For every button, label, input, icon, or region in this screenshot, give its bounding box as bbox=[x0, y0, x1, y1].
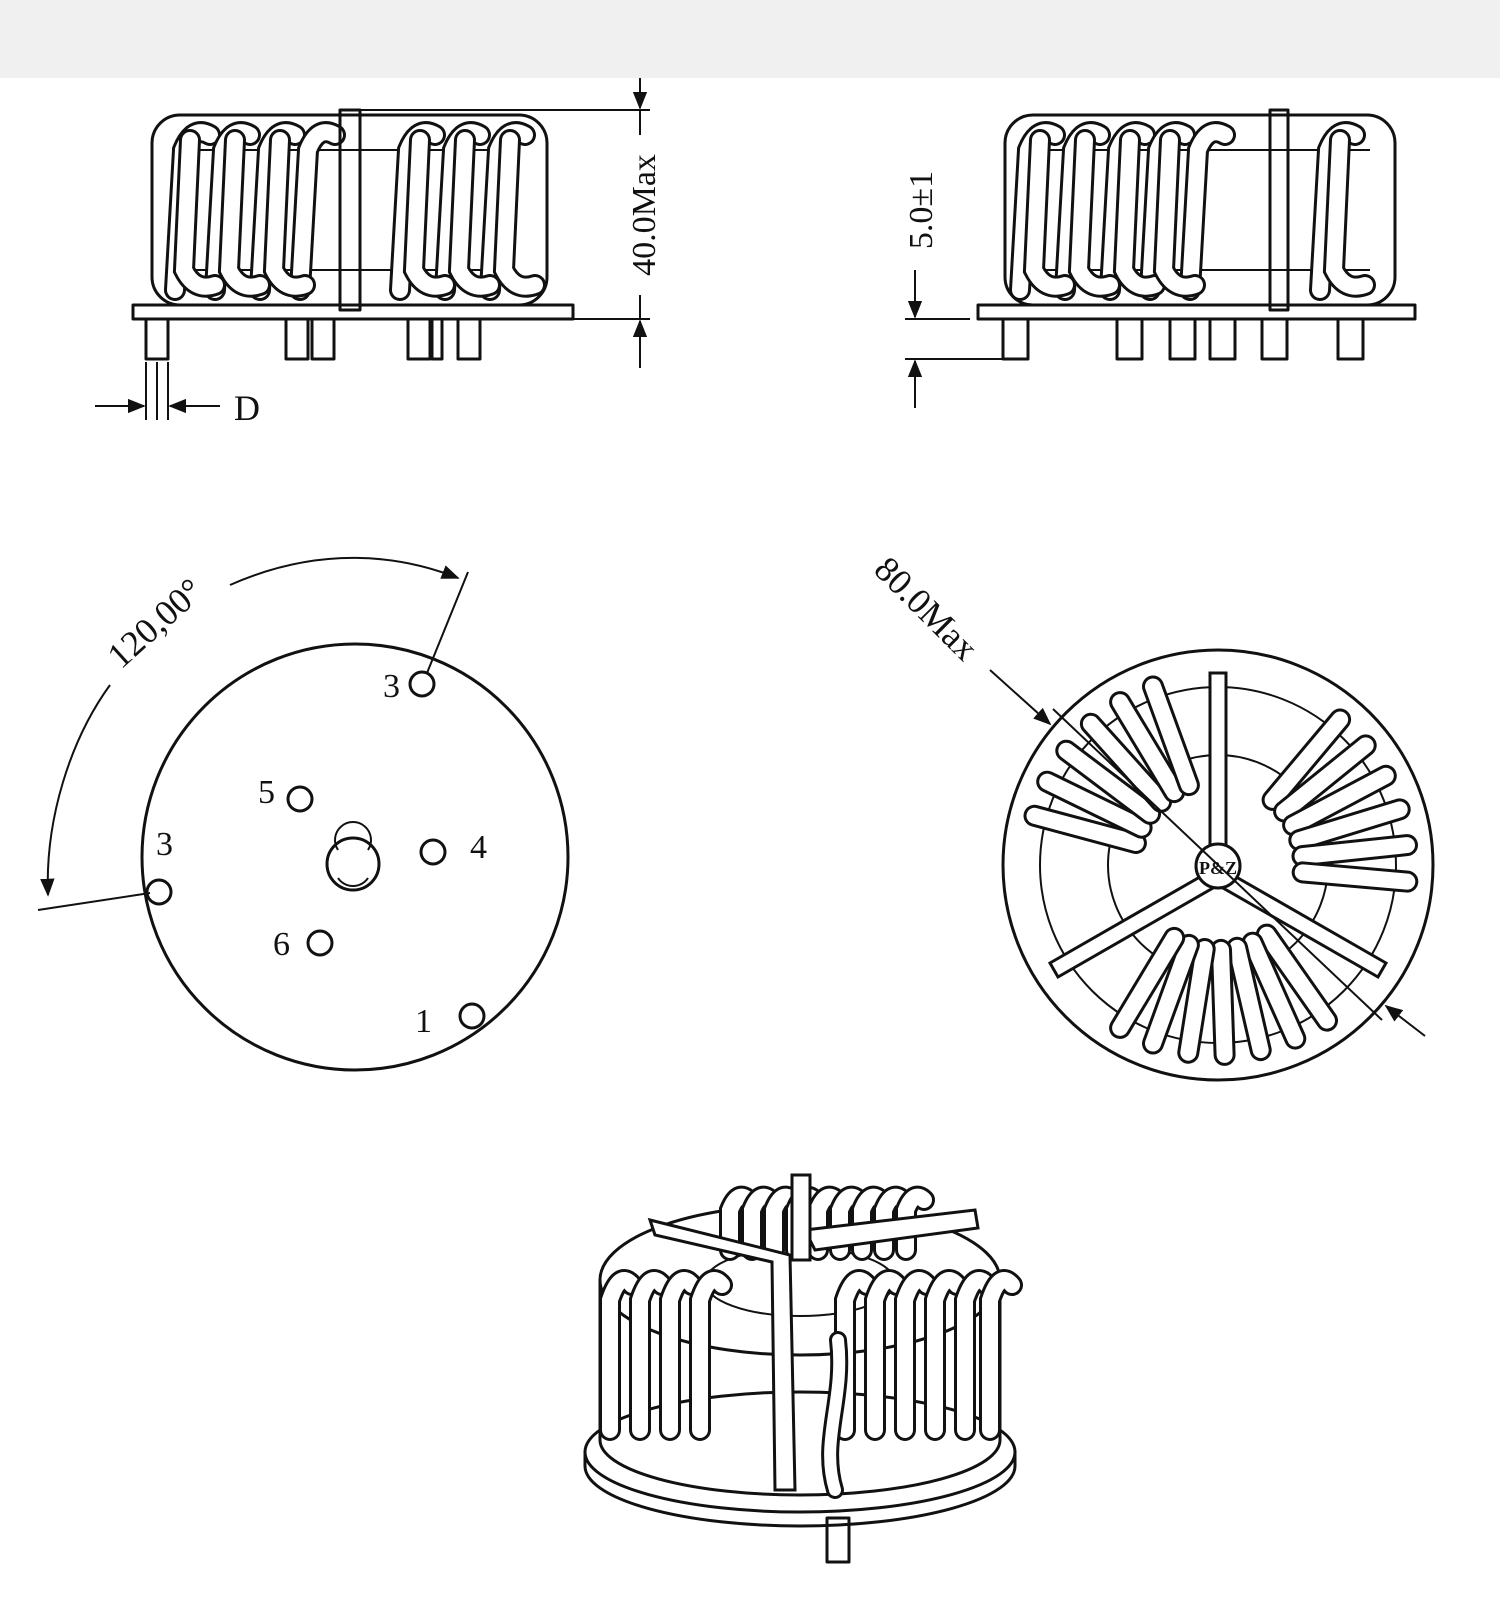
side-windings bbox=[1009, 121, 1376, 301]
diameter-dimension-label: 80.0Max bbox=[867, 549, 987, 669]
iso-windings bbox=[599, 1185, 1023, 1441]
top-bracket bbox=[1047, 671, 1389, 980]
top-view: P&Z 80.0Max bbox=[867, 549, 1435, 1082]
top-windings bbox=[1023, 675, 1419, 1066]
iso-bracket-right bbox=[802, 1208, 980, 1252]
base-disc-outline bbox=[140, 642, 570, 1072]
iso-bracket-back bbox=[790, 1173, 812, 1262]
front-view: 40.0Max D bbox=[95, 78, 663, 428]
pin-length-dimension-label: 5.0±1 bbox=[903, 171, 940, 249]
side-base-plate bbox=[976, 303, 1417, 321]
pin-hole-1 bbox=[458, 1002, 486, 1030]
front-base-plate bbox=[131, 303, 575, 321]
side-pins bbox=[1001, 317, 1365, 361]
side-bracket bbox=[1268, 108, 1290, 312]
bottom-view: 3 5 3 4 6 1 120,00° bbox=[37, 556, 570, 1072]
pin-label-3-top: 3 bbox=[383, 668, 400, 705]
pin-label-6: 6 bbox=[273, 926, 290, 963]
top-gray-bar bbox=[0, 0, 1500, 78]
side-view: 5.0±1 bbox=[903, 108, 1417, 408]
pin-hole-4 bbox=[419, 838, 447, 866]
pin-label-4: 4 bbox=[470, 829, 487, 866]
height-dimension-label: 40.0Max bbox=[626, 154, 663, 276]
center-marking: P&Z bbox=[1199, 858, 1237, 878]
pin-label-3-left: 3 bbox=[156, 826, 173, 863]
center-hole bbox=[325, 836, 381, 892]
iso-pin bbox=[825, 1516, 851, 1564]
angle-dimension-label: 120,00° bbox=[99, 570, 210, 676]
pin-label-5: 5 bbox=[258, 774, 275, 811]
pin-hole-5 bbox=[286, 785, 314, 813]
isometric-view bbox=[583, 1173, 1023, 1564]
pin-hole-3-left bbox=[145, 878, 173, 906]
iso-bracket-left bbox=[647, 1217, 797, 1492]
front-pins bbox=[144, 317, 482, 361]
front-windings bbox=[164, 121, 546, 301]
pin-hole-6 bbox=[306, 929, 334, 957]
top-base-outline bbox=[1001, 648, 1435, 1082]
iso-core bbox=[598, 1278, 1002, 1497]
pin-diameter-label: D bbox=[234, 388, 260, 428]
pin-hole-3-top bbox=[408, 670, 436, 698]
front-bracket bbox=[338, 108, 362, 312]
pin-label-1: 1 bbox=[415, 1003, 432, 1040]
